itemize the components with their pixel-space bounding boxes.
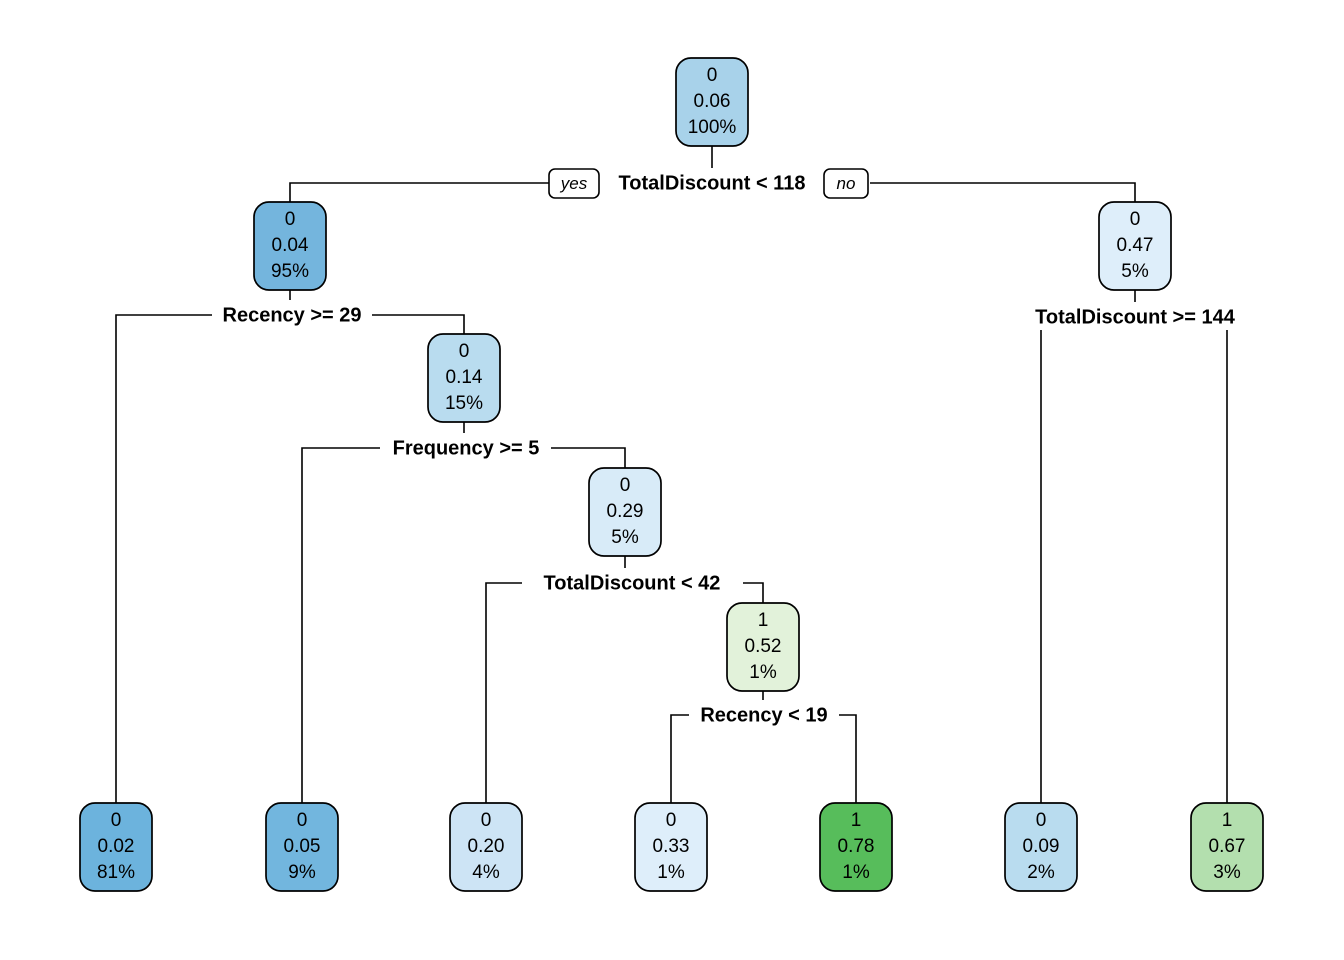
split-label-recency-19: Recency < 19 [700,704,827,726]
node-class-label: 0 [297,810,308,831]
node-pct-label: 5% [1121,261,1149,282]
split-label-frequency-5: Frequency >= 5 [393,437,540,459]
tree-node-right[interactable]: 0 0.47 5% [1098,201,1172,291]
node-prob-label: 0.47 [1117,235,1154,256]
split-label-totaldiscount-144: TotalDiscount >= 144 [1035,306,1236,328]
tree-leaf-3[interactable]: 0 0.20 4% [449,802,523,892]
node-box[interactable] [1098,201,1172,291]
node-class-label: 0 [459,341,470,362]
tree-node-left[interactable]: 0 0.04 95% [253,201,327,291]
node-pct-label: 95% [271,261,309,282]
tree-node-totaldiscount42-right[interactable]: 1 0.52 1% [726,602,800,692]
node-prob-label: 0.04 [272,235,309,256]
node-box[interactable] [265,802,339,892]
node-pct-label: 4% [472,862,500,883]
tree-leaf-1[interactable]: 0 0.02 81% [79,802,153,892]
node-prob-label: 0.67 [1209,836,1246,857]
node-prob-label: 0.05 [284,836,321,857]
node-prob-label: 0.20 [468,836,505,857]
node-class-label: 0 [1036,810,1047,831]
node-box[interactable] [675,57,749,147]
node-class-label: 0 [1130,209,1141,230]
node-prob-label: 0.33 [653,836,690,857]
node-class-label: 0 [285,209,296,230]
split-label-group: TotalDiscount < 118 Recency >= 29 TotalD… [223,172,1236,726]
tree-leaf-6[interactable]: 0 0.09 2% [1004,802,1078,892]
node-pct-label: 81% [97,862,135,883]
node-pct-label: 9% [288,862,316,883]
node-box[interactable] [1190,802,1264,892]
split-label-totaldiscount-42: TotalDiscount < 42 [544,572,721,594]
edge-root-right-arm [870,182,1136,202]
split-label-recency-29: Recency >= 29 [223,304,362,326]
tree-leaf-4[interactable]: 0 0.33 1% [634,802,708,892]
edge-n4-right-arm [551,447,626,468]
node-box[interactable] [1004,802,1078,892]
node-class-label: 0 [707,65,718,86]
tree-node-root[interactable]: 0 0.06 100% [675,57,749,147]
tree-node-recency29-right[interactable]: 0 0.14 15% [427,333,501,423]
yes-no-group: yes no [548,168,869,199]
edge-n2-right-arm [372,314,465,334]
node-prob-label: 0.14 [446,367,483,388]
node-class-label: 0 [111,810,122,831]
node-box[interactable] [79,802,153,892]
yes-flag-box [548,168,600,199]
no-flag-label: no [837,174,856,193]
node-pct-label: 3% [1213,862,1241,883]
node-pct-label: 15% [445,393,483,414]
edge-n2-left-arm [115,314,212,803]
node-pct-label: 100% [688,117,737,138]
node-pct-label: 1% [749,662,777,683]
tree-leaf-2[interactable]: 0 0.05 9% [265,802,339,892]
node-box[interactable] [726,602,800,692]
node-box[interactable] [819,802,893,892]
tree-node-frequency5-right[interactable]: 0 0.29 5% [588,467,662,557]
node-class-label: 1 [851,810,862,831]
node-prob-label: 0.09 [1023,836,1060,857]
node-group: 0 0.06 100% 0 0.04 95% 0 0.47 5% 0 0.14 … [79,57,1264,892]
node-box[interactable] [634,802,708,892]
node-pct-label: 2% [1027,862,1055,883]
edge-n4-left-arm [301,447,380,803]
node-class-label: 0 [620,475,631,496]
edge-n5-left-arm [485,582,522,803]
edge-n5-right-arm [743,582,764,603]
node-pct-label: 1% [657,862,685,883]
node-box[interactable] [427,333,501,423]
tree-leaf-5[interactable]: 1 0.78 1% [819,802,893,892]
node-prob-label: 0.02 [98,836,135,857]
node-prob-label: 0.06 [694,91,731,112]
edge-group [115,146,1228,803]
node-class-label: 0 [666,810,677,831]
edge-n6-left-arm [670,714,689,803]
edge-n6-right-arm [839,714,857,803]
tree-leaf-7[interactable]: 1 0.67 3% [1190,802,1264,892]
node-class-label: 0 [481,810,492,831]
node-prob-label: 0.78 [838,836,875,857]
node-box[interactable] [588,467,662,557]
node-box[interactable] [253,201,327,291]
node-class-label: 1 [1222,810,1233,831]
yes-flag-label: yes [560,174,588,193]
node-class-label: 1 [758,610,769,631]
node-prob-label: 0.29 [607,501,644,522]
split-label-totaldiscount-118: TotalDiscount < 118 [619,172,806,194]
node-box[interactable] [449,802,523,892]
node-prob-label: 0.52 [745,636,782,657]
edge-root-left-arm [289,182,596,202]
node-pct-label: 5% [611,527,639,548]
node-pct-label: 1% [842,862,870,883]
no-flag-box [823,168,869,199]
